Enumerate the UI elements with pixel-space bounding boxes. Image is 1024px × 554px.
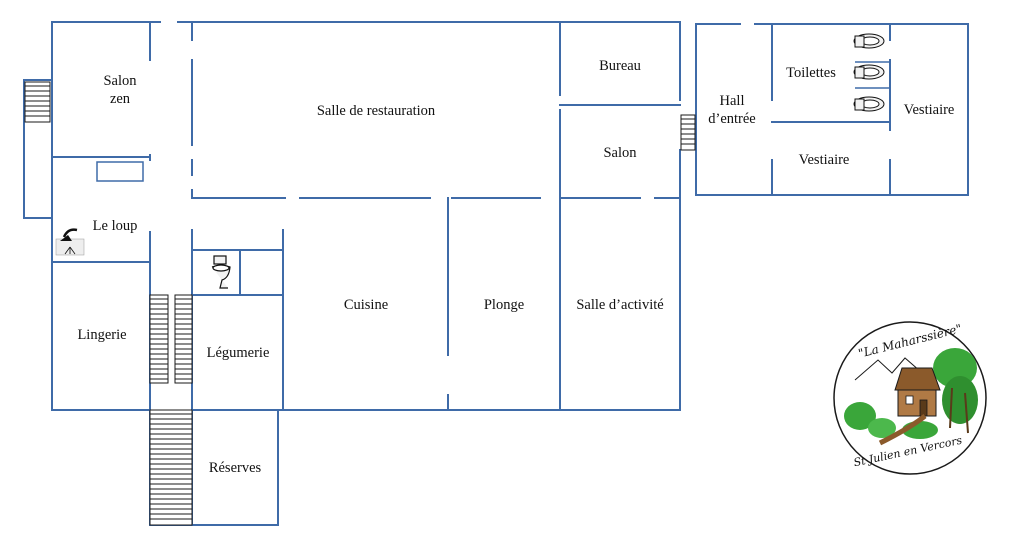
room-label-salle-restauration: Salle de restauration bbox=[316, 103, 436, 119]
room-label-le-loup: Le loup bbox=[92, 218, 138, 234]
room-label-bureau: Bureau bbox=[599, 58, 641, 74]
shower-icon bbox=[55, 228, 85, 256]
stairs-reserves bbox=[149, 409, 193, 526]
room-label-salon-zen: Salon zen bbox=[103, 72, 136, 108]
logo bbox=[833, 321, 987, 475]
urinal-icon bbox=[853, 64, 885, 80]
room-label-salon: Salon bbox=[603, 145, 637, 161]
room-label-salon-zen-line1: Salon bbox=[103, 73, 137, 89]
room-label-toilettes: Toilettes bbox=[786, 65, 836, 81]
room-label-legumerie: Légumerie bbox=[206, 345, 270, 361]
stairs-left-annex bbox=[24, 81, 51, 123]
urinal-icon bbox=[853, 33, 885, 49]
room-label-vestiaire-bottom: Vestiaire bbox=[798, 152, 850, 168]
room-label-lingerie: Lingerie bbox=[77, 327, 127, 343]
room-label-hall-line2: d’entrée bbox=[708, 111, 756, 127]
room-label-vestiaire-right: Vestiaire bbox=[903, 102, 955, 118]
room-label-reserves: Réserves bbox=[208, 460, 262, 476]
room-label-hall: Hall d’entrée bbox=[708, 92, 756, 128]
stairs-hall bbox=[680, 114, 696, 151]
room-label-cuisine: Cuisine bbox=[343, 297, 389, 313]
room-label-hall-line1: Hall bbox=[719, 93, 745, 109]
stairs-lingerie bbox=[149, 294, 193, 384]
toilet-icon bbox=[211, 255, 231, 289]
urinal-icon bbox=[853, 96, 885, 112]
room-label-salon-zen-line2: zen bbox=[109, 91, 131, 107]
room-label-plonge: Plonge bbox=[483, 297, 525, 313]
room-label-salle-activite: Salle d’activité bbox=[576, 297, 664, 313]
